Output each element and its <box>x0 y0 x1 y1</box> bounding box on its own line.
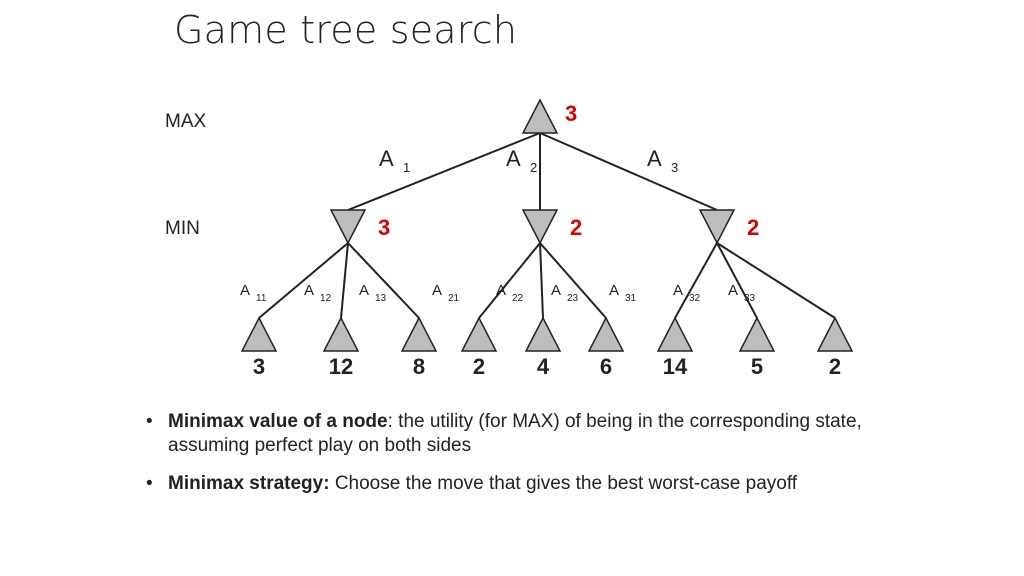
action-a33-subscript: 33 <box>744 293 756 304</box>
min-node-2 <box>521 209 559 245</box>
action-a22-letter: A <box>496 282 506 299</box>
edge-min-2-to-leaf-3 <box>539 242 607 319</box>
leaf-utility-3-1: 14 <box>663 354 688 379</box>
action-a13-subscript: 13 <box>375 293 387 304</box>
min-level-label: MIN <box>165 218 200 239</box>
edge-root-to-min-3 <box>539 132 718 211</box>
edge-min-3-to-leaf-2 <box>716 242 758 319</box>
action-a12-letter: A <box>304 282 314 299</box>
edge-min-1-to-leaf-2 <box>340 242 349 319</box>
bullet-item-minimax-strategy: • Minimax strategy: Choose the move that… <box>146 472 926 496</box>
leaf-node-2-2 <box>524 316 562 352</box>
action-a21-subscript: 21 <box>448 293 460 304</box>
max-root-node <box>521 98 559 134</box>
bullet-term: Minimax strategy: <box>168 473 330 494</box>
action-a2-letter: A <box>506 146 521 171</box>
min-node-3 <box>698 209 736 245</box>
leaf-node-1-1 <box>240 316 278 352</box>
action-a12-subscript: 12 <box>320 293 332 304</box>
max-level-label: MAX <box>165 111 207 132</box>
leaf-node-3-1 <box>656 316 694 352</box>
action-a23-letter: A <box>551 282 561 299</box>
edge-min-3-to-leaf-3 <box>716 242 836 319</box>
slide-title: Game tree search <box>174 8 518 52</box>
leaf-utility-3-2: 5 <box>751 354 763 379</box>
action-a23-subscript: 23 <box>567 293 579 304</box>
leaf-utility-3-3: 2 <box>829 354 841 379</box>
bullet-definition: : the utility (for MAX) of being in the … <box>168 411 862 456</box>
bullet-dot: • <box>146 473 153 494</box>
bullet-definition: Choose the move that gives the best wors… <box>329 473 798 494</box>
bullet-item-minimax-value: • Minimax value of a node: the utility (… <box>146 410 926 458</box>
action-a22-subscript: 22 <box>512 293 524 304</box>
action-a11-letter: A <box>240 282 250 299</box>
root-minimax-value: 3 <box>565 101 577 126</box>
action-a32-letter: A <box>673 282 683 299</box>
action-a33-letter: A <box>728 282 738 299</box>
action-a13-letter: A <box>359 282 369 299</box>
leaf-utility-1-1: 3 <box>253 354 265 379</box>
leaf-utility-2-2: 4 <box>537 354 550 379</box>
leaf-node-2-1 <box>460 316 498 352</box>
leaf-utility-2-3: 6 <box>600 354 612 379</box>
edge-min-1-to-leaf-3 <box>347 242 420 319</box>
min-node-1 <box>329 209 367 245</box>
action-a1-letter: A <box>379 146 394 171</box>
edge-min-1-to-leaf-1 <box>258 242 349 319</box>
action-a1-subscript: 1 <box>403 160 410 175</box>
action-a3-letter: A <box>647 146 662 171</box>
edge-root-to-min-1 <box>347 132 541 211</box>
action-a2-subscript: 2 <box>530 160 537 175</box>
bullet-term: Minimax value of a node <box>168 411 388 432</box>
action-a11-subscript: 11 <box>256 293 267 304</box>
leaf-node-2-3 <box>587 316 625 352</box>
action-a31-letter: A <box>609 282 619 299</box>
edge-min-2-to-leaf-1 <box>478 242 541 319</box>
edge-min-2-to-leaf-2 <box>539 242 544 319</box>
action-a32-subscript: 32 <box>689 293 701 304</box>
leaf-node-1-2 <box>322 316 360 352</box>
min-node-3-value: 2 <box>747 215 759 240</box>
leaf-utility-1-3: 8 <box>413 354 425 379</box>
leaf-utility-1-2: 12 <box>329 354 353 379</box>
bullet-dot: • <box>146 411 153 432</box>
min-node-1-value: 3 <box>378 215 390 240</box>
bullet-list: • Minimax value of a node: the utility (… <box>146 410 926 510</box>
leaf-utility-2-1: 2 <box>473 354 485 379</box>
edge-min-3-to-leaf-1 <box>674 242 718 319</box>
action-a21-letter: A <box>432 282 442 299</box>
min-node-2-value: 2 <box>570 215 582 240</box>
leaf-node-1-3 <box>400 316 438 352</box>
leaf-node-3-3 <box>816 316 854 352</box>
leaf-node-3-2 <box>738 316 776 352</box>
action-a31-subscript: 31 <box>625 293 637 304</box>
action-a3-subscript: 3 <box>671 160 678 175</box>
